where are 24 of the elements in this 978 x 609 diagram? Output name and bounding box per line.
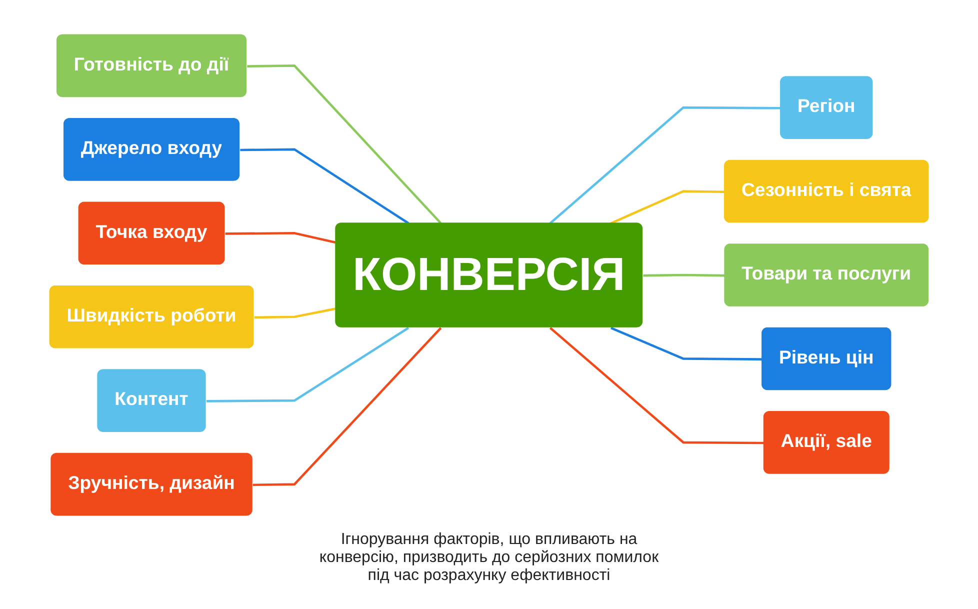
node-box: КОНВЕРСІЯ — [335, 222, 643, 327]
node-box: Рівень цін — [762, 326, 892, 390]
node-box: Точка входу — [78, 201, 225, 264]
node-box: Сезонність і свята — [724, 159, 929, 222]
connector — [206, 326, 410, 402]
connector — [225, 231, 336, 244]
node-box: Товари та послуги — [724, 243, 929, 306]
connector — [549, 106, 781, 224]
connector — [610, 190, 725, 224]
connector — [610, 326, 762, 360]
connector — [254, 307, 336, 318]
connector — [247, 64, 442, 224]
node-box: Контент — [97, 368, 206, 432]
connector — [240, 148, 410, 224]
connector — [549, 326, 764, 444]
connector — [643, 273, 725, 276]
node-box: Джерело входу — [63, 118, 240, 180]
node-box: Зручність, дизайн — [50, 452, 252, 516]
node-box: Швидкість роботи — [49, 284, 254, 348]
caption: Ігнорування факторів, що впливають на конверсію, призводить до серйозних помилок під час розрахунку ефективності — [318, 530, 660, 584]
node-box: Готовність до дії — [56, 34, 247, 97]
node-box: Регіон — [780, 76, 873, 138]
connector — [252, 326, 442, 486]
node-box: Акції, sale — [763, 410, 890, 474]
